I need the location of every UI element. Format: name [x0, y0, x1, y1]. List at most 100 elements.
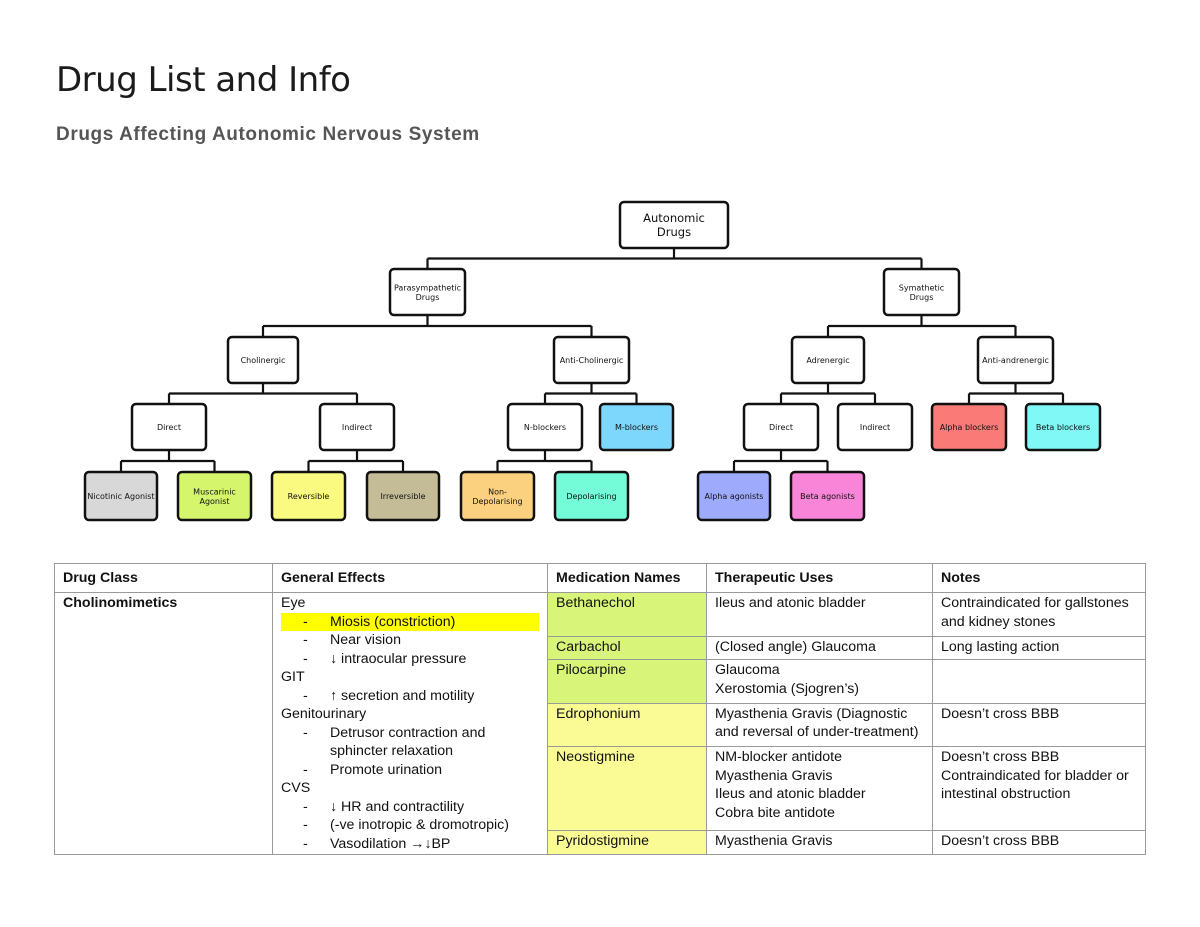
tree-node-nico: Nicotinic Agonist — [83, 470, 159, 522]
tree-node-cind: Indirect — [318, 402, 396, 452]
tree-node-box — [506, 402, 584, 452]
tree-node-label: Alpha blockers — [940, 423, 999, 432]
tree-node-label: Indirect — [860, 423, 890, 432]
tree-node-label: Nicotinic Agonist — [87, 492, 154, 501]
tree-node-box — [226, 335, 300, 385]
tree-node-box — [618, 200, 730, 250]
therapeutic-uses-line: NM-blocker antidote — [715, 749, 842, 766]
tree-node-label: Drugs — [416, 293, 440, 302]
tree-node-mblk: M-blockers — [598, 402, 675, 452]
notes-line: Doesn’t cross BBB — [941, 749, 1060, 766]
tree-node-box — [789, 470, 866, 522]
medication-name-cell: Neostigmine — [547, 746, 707, 832]
tree-node-label: Anti-andrenergic — [982, 356, 1049, 365]
tree-node-box — [790, 335, 866, 385]
therapeutic-uses-line: Glaucoma — [715, 662, 780, 679]
tree-node-label: Irreversible — [380, 492, 425, 501]
notes-cell: Doesn’t cross BBB — [932, 830, 1146, 855]
tree-node-box — [176, 470, 253, 522]
tree-node-nblk: N-blockers — [506, 402, 584, 452]
dash-bullet: - — [303, 650, 308, 667]
tree-node-alpa: Alpha agonists — [696, 470, 772, 522]
dash-bullet: - — [303, 798, 308, 815]
effect-item: -Detrusor contraction and sphincter rela… — [281, 724, 539, 761]
effect-item: -(-ve inotropic & dromotropic) — [281, 816, 539, 835]
tree-node-antiadr: Anti-andrenergic — [976, 335, 1055, 385]
tree-node-aind: Indirect — [836, 402, 914, 452]
tree-node-irr: Irreversible — [365, 470, 441, 522]
effect-text: ↓ HR and contractility — [330, 798, 465, 815]
tree-node-box — [696, 470, 772, 522]
page-title: Drug List and Info — [56, 60, 351, 100]
therapeutic-uses-line: Ileus and atonic bladder — [715, 786, 866, 803]
therapeutic-uses-cell: Myasthenia Gravis — [706, 830, 933, 855]
tree-node-label: Depolarising — [472, 497, 522, 506]
tree-node-nondep: Non-Depolarising — [459, 470, 536, 522]
therapeutic-uses-line: (Closed angle) Glaucoma — [715, 638, 876, 655]
tree-node-label: Drugs — [657, 225, 691, 239]
column-header: Drug Class — [54, 563, 273, 593]
column-header: Notes — [932, 563, 1146, 593]
tree-node-label: Anti-Cholinergic — [560, 356, 624, 365]
tree-node-box — [459, 470, 536, 522]
tree-node-label: Beta blockers — [1036, 423, 1090, 432]
tree-node-chol: Cholinergic — [226, 335, 300, 385]
tree-node-label: Muscarinic — [193, 487, 236, 496]
tree-node-label: Alpha agonists — [705, 492, 764, 501]
connector-nblk — [496, 450, 593, 472]
tree-node-anti: Anti-Cholinergic — [552, 335, 631, 385]
tree-node-label: Parasympathetic — [394, 283, 461, 292]
connector-chol — [167, 383, 359, 404]
medication-name-cell: Carbachol — [547, 635, 707, 661]
notes-cell: Doesn’t cross BBB — [932, 702, 1146, 748]
medication-name-cell: Pyridostigmine — [547, 830, 707, 855]
dash-bullet: - — [303, 632, 308, 648]
tree-node-rev: Reversible — [270, 470, 347, 522]
connector-para — [261, 315, 593, 337]
effect-text: Promote urination — [330, 761, 442, 778]
tree-node-box — [553, 470, 630, 522]
dash-bullet: - — [303, 613, 308, 630]
therapeutic-uses-line: Myasthenia Gravis — [715, 767, 833, 784]
effect-item: -Near vision — [281, 631, 539, 650]
dash-bullet: - — [303, 687, 308, 704]
tree-node-label: Depolarising — [566, 492, 616, 501]
effect-item: -Promote urination — [281, 761, 539, 780]
tree-node-box — [882, 267, 961, 317]
column-header: Therapeutic Uses — [706, 563, 933, 593]
notes-line: Contraindicated for bladder or intestina… — [941, 767, 1129, 803]
notes-cell: Long lasting action — [932, 635, 1146, 661]
effect-category: GIT — [281, 669, 305, 685]
effect-item: -Vasodilation →↓BP — [281, 835, 539, 854]
tree-node-adir: Direct — [742, 402, 820, 452]
therapeutic-uses-cell: Ileus and atonic bladder — [706, 592, 933, 637]
connector-antiadr — [967, 383, 1065, 404]
effect-category: CVS — [281, 780, 311, 796]
tree-node-betb: Beta blockers — [1024, 402, 1102, 452]
drug-class-cell: Cholinomimetics — [54, 592, 273, 855]
therapeutic-uses-line: Cobra bite antidote — [715, 804, 835, 821]
general-effects-cell: Eye-Miosis (constriction)-Near vision-↓ … — [272, 592, 548, 855]
tree-node-label: Symathetic — [899, 283, 944, 292]
tree-node-box — [270, 470, 347, 522]
effect-category: Eye — [281, 595, 306, 611]
tree-node-label: Beta agonists — [800, 492, 855, 501]
tree-node-box — [976, 335, 1055, 385]
tree-node-box — [388, 267, 467, 317]
tree-node-box — [836, 402, 914, 452]
therapeutic-uses-cell: (Closed angle) Glaucoma — [706, 635, 933, 661]
autonomic-drugs-tree-diagram: AutonomicDrugsParasympatheticDrugsSymath… — [83, 200, 1102, 522]
effect-text: Detrusor contraction and sphincter relax… — [330, 724, 486, 760]
notes-line: Doesn’t cross BBB — [941, 833, 1060, 850]
tree-node-box — [742, 402, 820, 452]
tree-node-label: Reversible — [288, 492, 330, 501]
